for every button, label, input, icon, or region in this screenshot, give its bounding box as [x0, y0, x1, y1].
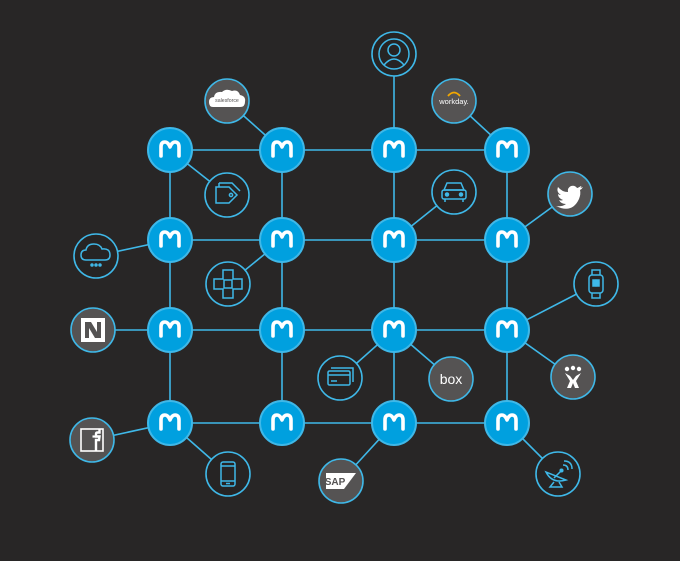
hub-node[interactable] — [484, 127, 530, 173]
facebook-node[interactable] — [69, 417, 115, 463]
hub-node[interactable] — [484, 217, 530, 263]
smartwatch-icon — [588, 269, 604, 299]
box-node[interactable]: box — [428, 356, 474, 402]
hub-node[interactable] — [147, 127, 193, 173]
twitter-bird-icon — [556, 185, 583, 209]
medical-node[interactable] — [205, 261, 251, 307]
credit-card-node[interactable] — [317, 355, 363, 401]
salesforce-node[interactable]: salesforce — [204, 78, 250, 124]
netsuite-logo-icon — [81, 318, 105, 342]
smartwatch-node[interactable] — [573, 261, 619, 307]
facebook-logo-icon — [80, 428, 104, 452]
workday-node[interactable]: workday. — [431, 78, 477, 124]
car-node[interactable] — [431, 169, 477, 215]
sap-node[interactable]: SAP — [318, 458, 364, 504]
workday-label: workday. — [438, 97, 468, 106]
sap-label: SAP — [325, 477, 346, 488]
jira-node[interactable] — [550, 354, 596, 400]
netsuite-node[interactable] — [70, 307, 116, 353]
tag-icon — [215, 182, 241, 204]
medical-cross-icon — [213, 269, 243, 299]
twitter-node[interactable] — [547, 171, 593, 217]
hub-node[interactable] — [259, 400, 305, 446]
hub-node[interactable] — [371, 127, 417, 173]
cloud-icon — [80, 243, 111, 267]
user-node[interactable] — [371, 31, 417, 77]
sap-logo-icon: SAP — [325, 473, 356, 489]
hub-node[interactable] — [147, 217, 193, 263]
credit-card-icon — [327, 367, 354, 386]
tag-node[interactable] — [204, 172, 250, 218]
hub-node[interactable] — [484, 307, 530, 353]
satellite-dish-icon — [544, 460, 573, 488]
user-icon — [378, 38, 410, 70]
hub-node[interactable] — [371, 400, 417, 446]
smartphone-node[interactable] — [205, 451, 251, 497]
workday-arc-icon — [447, 91, 461, 97]
salesforce-cloud-icon: salesforce — [209, 89, 246, 107]
hub-node[interactable] — [259, 127, 305, 173]
endpoint-nodes: salesforce workday. — [69, 31, 619, 504]
hub-node[interactable] — [371, 217, 417, 263]
hub-node[interactable] — [484, 400, 530, 446]
jira-logo-icon — [564, 365, 582, 388]
salesforce-label: salesforce — [215, 98, 239, 104]
hub-node[interactable] — [147, 400, 193, 446]
hub-node[interactable] — [147, 307, 193, 353]
hub-node[interactable] — [371, 307, 417, 353]
box-label: box — [440, 371, 463, 387]
car-icon — [441, 182, 467, 202]
smartphone-icon — [220, 461, 236, 487]
hub-grid — [147, 127, 530, 446]
hub-node[interactable] — [259, 217, 305, 263]
hub-node[interactable] — [259, 307, 305, 353]
satellite-node[interactable] — [535, 451, 581, 497]
cloud-node[interactable] — [73, 233, 119, 279]
